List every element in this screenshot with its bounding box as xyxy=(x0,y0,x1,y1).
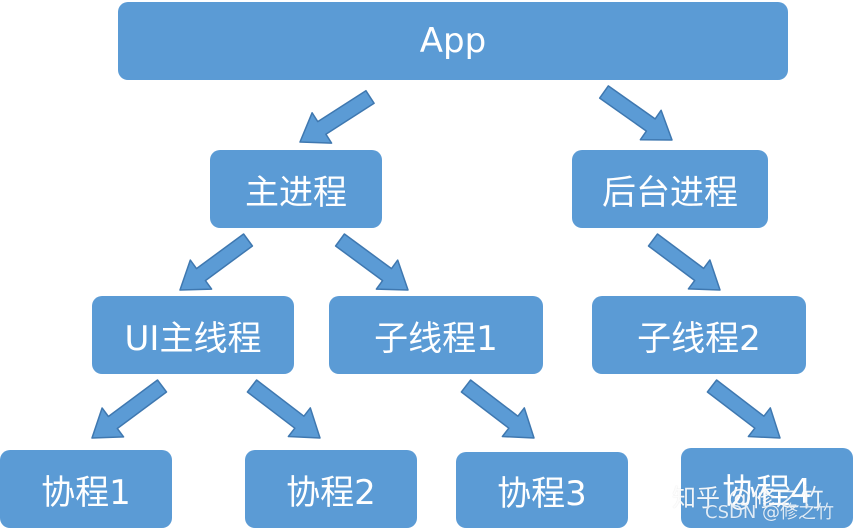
arrow-background-to-child-thread-2 xyxy=(647,233,721,291)
node-child-thread-2-label: 子线程2 xyxy=(637,318,761,359)
node-child-thread-2: 子线程2 xyxy=(592,296,806,374)
arrow-app-to-main-process xyxy=(299,89,375,144)
node-app: App xyxy=(118,2,788,80)
node-coroutine-4: 协程4 xyxy=(681,448,853,528)
node-ui-main-thread: UI主线程 xyxy=(92,296,294,374)
node-coroutine-1-label: 协程1 xyxy=(41,472,131,513)
node-main-process-label: 主进程 xyxy=(245,172,347,213)
watermark-csdn: CSDN @修之竹 xyxy=(705,502,835,523)
node-coroutine-4-label: 协程4 xyxy=(722,471,812,512)
node-coroutine-2: 协程2 xyxy=(245,450,417,528)
node-background-process-label: 后台进程 xyxy=(602,172,738,213)
arrow-ui-to-coroutine-1 xyxy=(91,379,168,439)
arrow-app-to-background-process xyxy=(598,85,673,141)
watermark-zhihu: 知乎 @修之竹 xyxy=(672,484,824,512)
node-child-thread-1: 子线程1 xyxy=(329,296,543,374)
node-coroutine-1: 协程1 xyxy=(0,450,172,528)
node-child-thread-1-label: 子线程1 xyxy=(374,318,498,359)
arrow-main-to-ui-main-thread xyxy=(179,233,254,291)
node-background-process: 后台进程 xyxy=(572,150,768,228)
node-app-label: App xyxy=(419,21,487,61)
node-ui-main-thread-label: UI主线程 xyxy=(124,318,262,359)
arrow-child-1-to-coroutine-3 xyxy=(460,379,535,439)
node-coroutine-3: 协程3 xyxy=(456,452,628,528)
arrow-main-to-child-thread-1 xyxy=(334,233,409,291)
arrow-child-2-to-coroutine-4 xyxy=(706,379,781,439)
node-coroutine-2-label: 协程2 xyxy=(286,472,376,513)
node-coroutine-3-label: 协程3 xyxy=(497,473,587,514)
node-main-process: 主进程 xyxy=(210,150,382,228)
arrow-ui-to-coroutine-2 xyxy=(246,379,321,439)
